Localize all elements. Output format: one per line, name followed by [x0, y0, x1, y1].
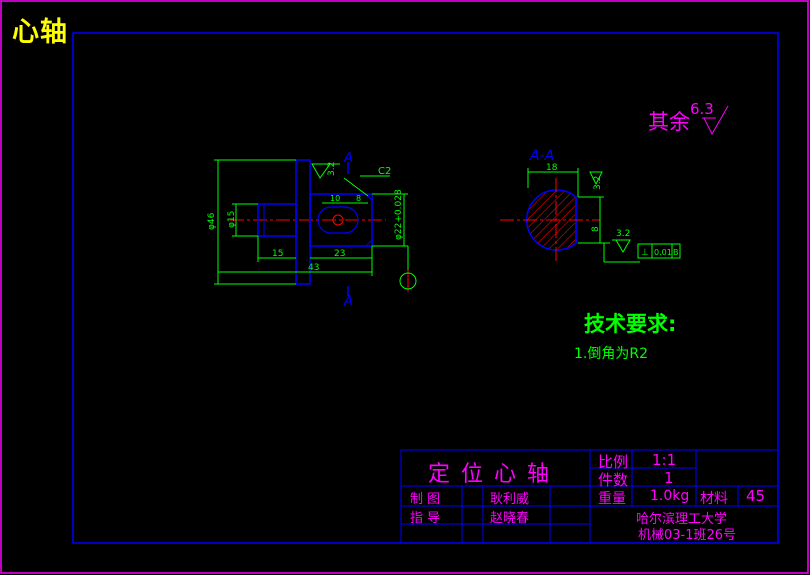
dim-key-8: 8 [356, 194, 361, 203]
material-label: 材料 [700, 491, 728, 507]
drawn-label: 制 图 [410, 492, 441, 507]
dim-15: 15 [272, 249, 283, 259]
tol-value: 0.01 [654, 248, 672, 257]
weight-label: 重量 [598, 491, 626, 507]
dim-d22: φ22+0.028 [394, 189, 404, 240]
section-roughness: 3.2 [593, 176, 603, 190]
tech-requirement-item: 1.倒角为R2 [574, 346, 648, 362]
qty-value: 1 [664, 469, 674, 487]
section-dim-width: 18 [546, 163, 558, 173]
scale-value: 1:1 [652, 451, 677, 469]
roughness-value: 6.3 [690, 100, 714, 118]
section-roughness-2: 3.2 [616, 229, 630, 239]
roughness-label: 其余 [648, 110, 690, 134]
roughness-front: 3.2 [327, 162, 337, 176]
class-name: 机械03-1班26号 [638, 528, 737, 543]
front-view [214, 159, 417, 296]
qty-label: 件数 [598, 471, 629, 489]
material-value: 45 [746, 487, 766, 505]
drawing-title: 心轴 [12, 17, 68, 48]
dim-43: 43 [308, 263, 319, 273]
roughness-symbol-icon [703, 105, 729, 136]
checked-label: 指 导 [410, 511, 441, 526]
section-view [500, 168, 681, 263]
dim-23: 23 [334, 249, 345, 259]
chamfer-label: C2 [378, 166, 391, 177]
tech-requirements-title: 技术要求: [584, 312, 677, 336]
scale-label: 比例 [598, 453, 629, 471]
dim-d46: φ46 [207, 212, 217, 230]
school-name: 哈尔滨理工大学 [636, 512, 728, 527]
dim-key-10: 10 [330, 194, 340, 203]
part-name: 定 位 心 轴 [428, 462, 551, 487]
section-dim-depth: 8 [591, 226, 601, 232]
weight-value: 1.0kg [650, 488, 690, 504]
section-title: A-A [529, 148, 554, 164]
tol-symbol: ⊥ [641, 248, 649, 258]
checked-name: 赵晓春 [490, 511, 530, 526]
drawn-name: 耿利威 [490, 492, 530, 507]
dim-d15: φ15 [227, 211, 237, 228]
section-mark-bottom: A [343, 294, 353, 309]
title-block [400, 449, 779, 544]
section-mark-top: A [343, 151, 353, 166]
tol-datum: B [673, 248, 679, 257]
